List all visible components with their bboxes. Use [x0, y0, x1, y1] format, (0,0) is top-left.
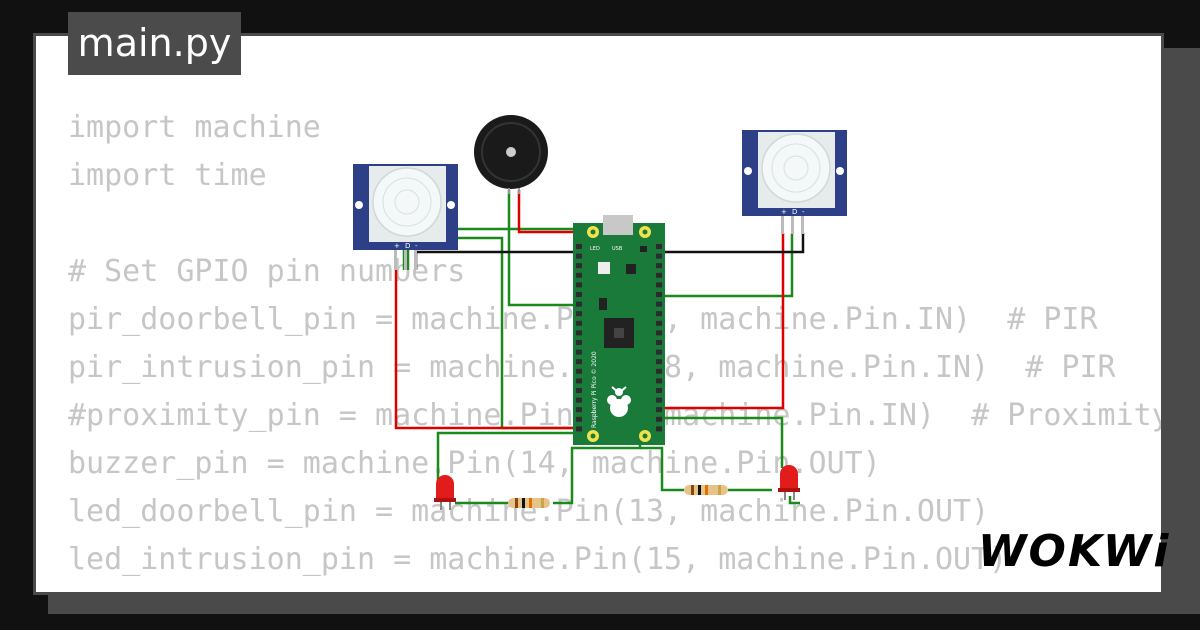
wire-green-pico-to-led-left	[436, 431, 590, 482]
led-left[interactable]	[434, 475, 456, 510]
pico-pin[interactable]	[576, 416, 582, 422]
pico-pin[interactable]	[656, 349, 662, 355]
pico-pin[interactable]	[576, 263, 582, 269]
pico-pin[interactable]	[656, 272, 662, 278]
pico-led-label: LED	[590, 246, 600, 252]
pico-pin[interactable]	[576, 272, 582, 278]
wire-green-led-right-down	[788, 496, 800, 505]
pico-board-name: Raspberry Pi Pico © 2020	[591, 351, 598, 428]
pico-pin[interactable]	[656, 330, 662, 336]
pico-pin[interactable]	[576, 340, 582, 345]
wire-green-resistor-right-left	[640, 446, 684, 492]
pico-pin[interactable]	[576, 378, 582, 384]
resistor-left[interactable]	[508, 498, 550, 508]
bootsel-button-icon[interactable]	[598, 262, 610, 274]
pico-pin[interactable]	[576, 397, 582, 403]
pico-pin[interactable]	[576, 388, 582, 393]
pico-pin[interactable]	[576, 407, 582, 413]
wire-red-buzzer	[517, 190, 578, 234]
code-preview: import machine import time # Set GPIO pin …	[68, 104, 1161, 584]
pico-pin[interactable]	[576, 368, 582, 374]
pir-pin-minus: -	[802, 208, 805, 216]
wire-green-pir-left-down	[402, 236, 578, 430]
usb-port-icon	[603, 215, 633, 235]
buzzer[interactable]	[474, 115, 548, 194]
wire-red-pir-right-power	[660, 233, 785, 410]
pico-pins-right	[656, 244, 662, 432]
pico-pin[interactable]	[656, 407, 662, 413]
pico-pin[interactable]	[576, 292, 582, 297]
pir-pin-data: D	[405, 242, 410, 250]
wire-green-buzzer-to-pico	[507, 190, 578, 307]
pir-pin-minus: -	[415, 242, 418, 250]
code-line: pir_doorbell_pin = machine.Pin(17, machi…	[68, 302, 1098, 337]
pico-pin[interactable]	[656, 311, 662, 317]
pico-pin[interactable]	[576, 311, 582, 317]
pico-usb-label: USB	[612, 246, 623, 252]
pico-pin[interactable]	[656, 388, 662, 393]
file-tab[interactable]: main.py	[68, 12, 241, 75]
pico-pin[interactable]	[576, 359, 582, 365]
pico-pin[interactable]	[656, 292, 662, 297]
code-line: import machine	[68, 110, 321, 145]
led-red-icon	[436, 475, 454, 500]
raspberry-logo-icon	[607, 386, 631, 417]
pir-sensor-left[interactable]: + D -	[353, 164, 458, 270]
code-line: led_intrusion_pin = machine.Pin(15, mach…	[68, 542, 1008, 577]
pico-pin[interactable]	[656, 359, 662, 365]
code-line: # Set GPIO pin numbers	[68, 254, 466, 289]
pico-pin[interactable]	[656, 253, 662, 259]
pico-pin[interactable]	[656, 340, 662, 345]
pico-pin[interactable]	[656, 301, 662, 307]
pico-pin[interactable]	[576, 320, 582, 326]
pico-pin[interactable]	[656, 282, 662, 288]
code-line: buzzer_pin = machine.Pin(14, machine.Pin…	[68, 446, 881, 481]
code-line: import time	[68, 158, 267, 193]
pico-pin[interactable]	[576, 244, 582, 249]
led-red-icon	[780, 465, 798, 490]
pico-pin[interactable]	[576, 349, 582, 355]
pico-pin[interactable]	[656, 416, 662, 422]
pico-pin[interactable]	[656, 320, 662, 326]
wire-red-pir-left-power	[394, 270, 578, 430]
pico-pin[interactable]	[656, 378, 662, 384]
wire-green-resistor-left-to-pico	[553, 440, 642, 505]
pir-pin-plus: +	[394, 242, 400, 250]
pico-pin[interactable]	[656, 368, 662, 374]
pico-board[interactable]: LED USB Raspberry Pi Pico © 2020	[573, 215, 665, 445]
wokwi-logo: WOKWi	[978, 526, 1171, 577]
pico-pin[interactable]	[576, 253, 582, 259]
resistor-right[interactable]	[684, 485, 728, 495]
pico-pin[interactable]	[656, 397, 662, 403]
pico-pin[interactable]	[656, 244, 662, 249]
pico-pin[interactable]	[656, 263, 662, 269]
wire-green-pir-right-to-pico	[660, 233, 794, 298]
pico-pin[interactable]	[656, 426, 662, 432]
pico-pin[interactable]	[576, 426, 582, 432]
pico-pins-left	[576, 244, 582, 432]
pico-pin[interactable]	[576, 330, 582, 336]
pir-pin-data: D	[792, 208, 797, 216]
pir-sensor-right[interactable]: + D -	[742, 130, 847, 234]
pir-pin-plus: +	[781, 208, 787, 216]
led-right[interactable]	[778, 465, 800, 500]
wire-green-pico-to-led-right	[660, 416, 784, 468]
pico-pin[interactable]	[576, 301, 582, 307]
pico-pin[interactable]	[576, 282, 582, 288]
